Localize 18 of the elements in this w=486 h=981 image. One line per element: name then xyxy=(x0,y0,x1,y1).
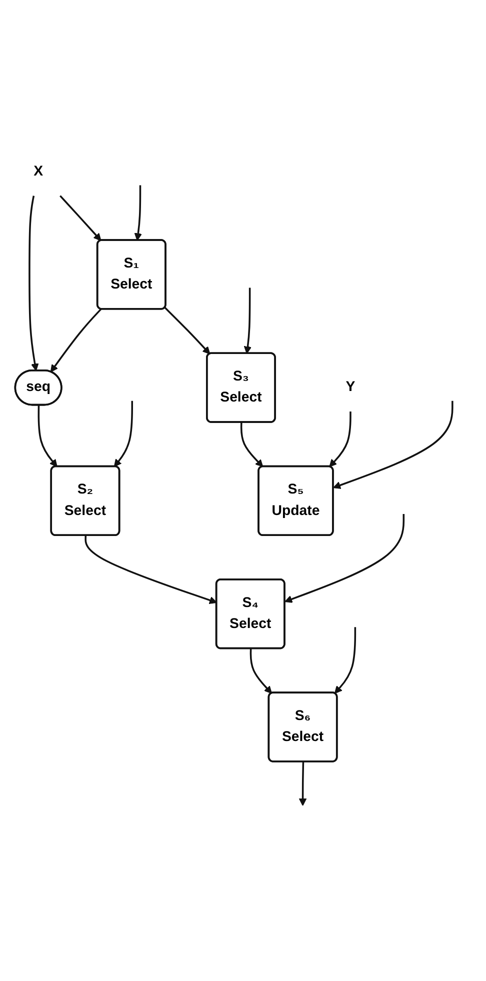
arrow xyxy=(244,288,252,354)
arrow xyxy=(250,649,272,694)
arrow xyxy=(329,412,352,468)
arrow xyxy=(334,627,356,694)
arrow xyxy=(38,406,58,468)
arrow xyxy=(298,762,307,806)
arrow xyxy=(134,186,142,242)
arrow xyxy=(284,514,405,604)
node-text: Y xyxy=(346,380,356,396)
arrow xyxy=(60,196,102,242)
arrow xyxy=(114,401,133,468)
arrow xyxy=(164,307,210,355)
arrow xyxy=(333,401,454,490)
arrow xyxy=(28,196,39,372)
arrow xyxy=(50,308,102,373)
arrow xyxy=(240,422,264,468)
arrow xyxy=(84,536,218,604)
node-text: X xyxy=(34,164,44,180)
